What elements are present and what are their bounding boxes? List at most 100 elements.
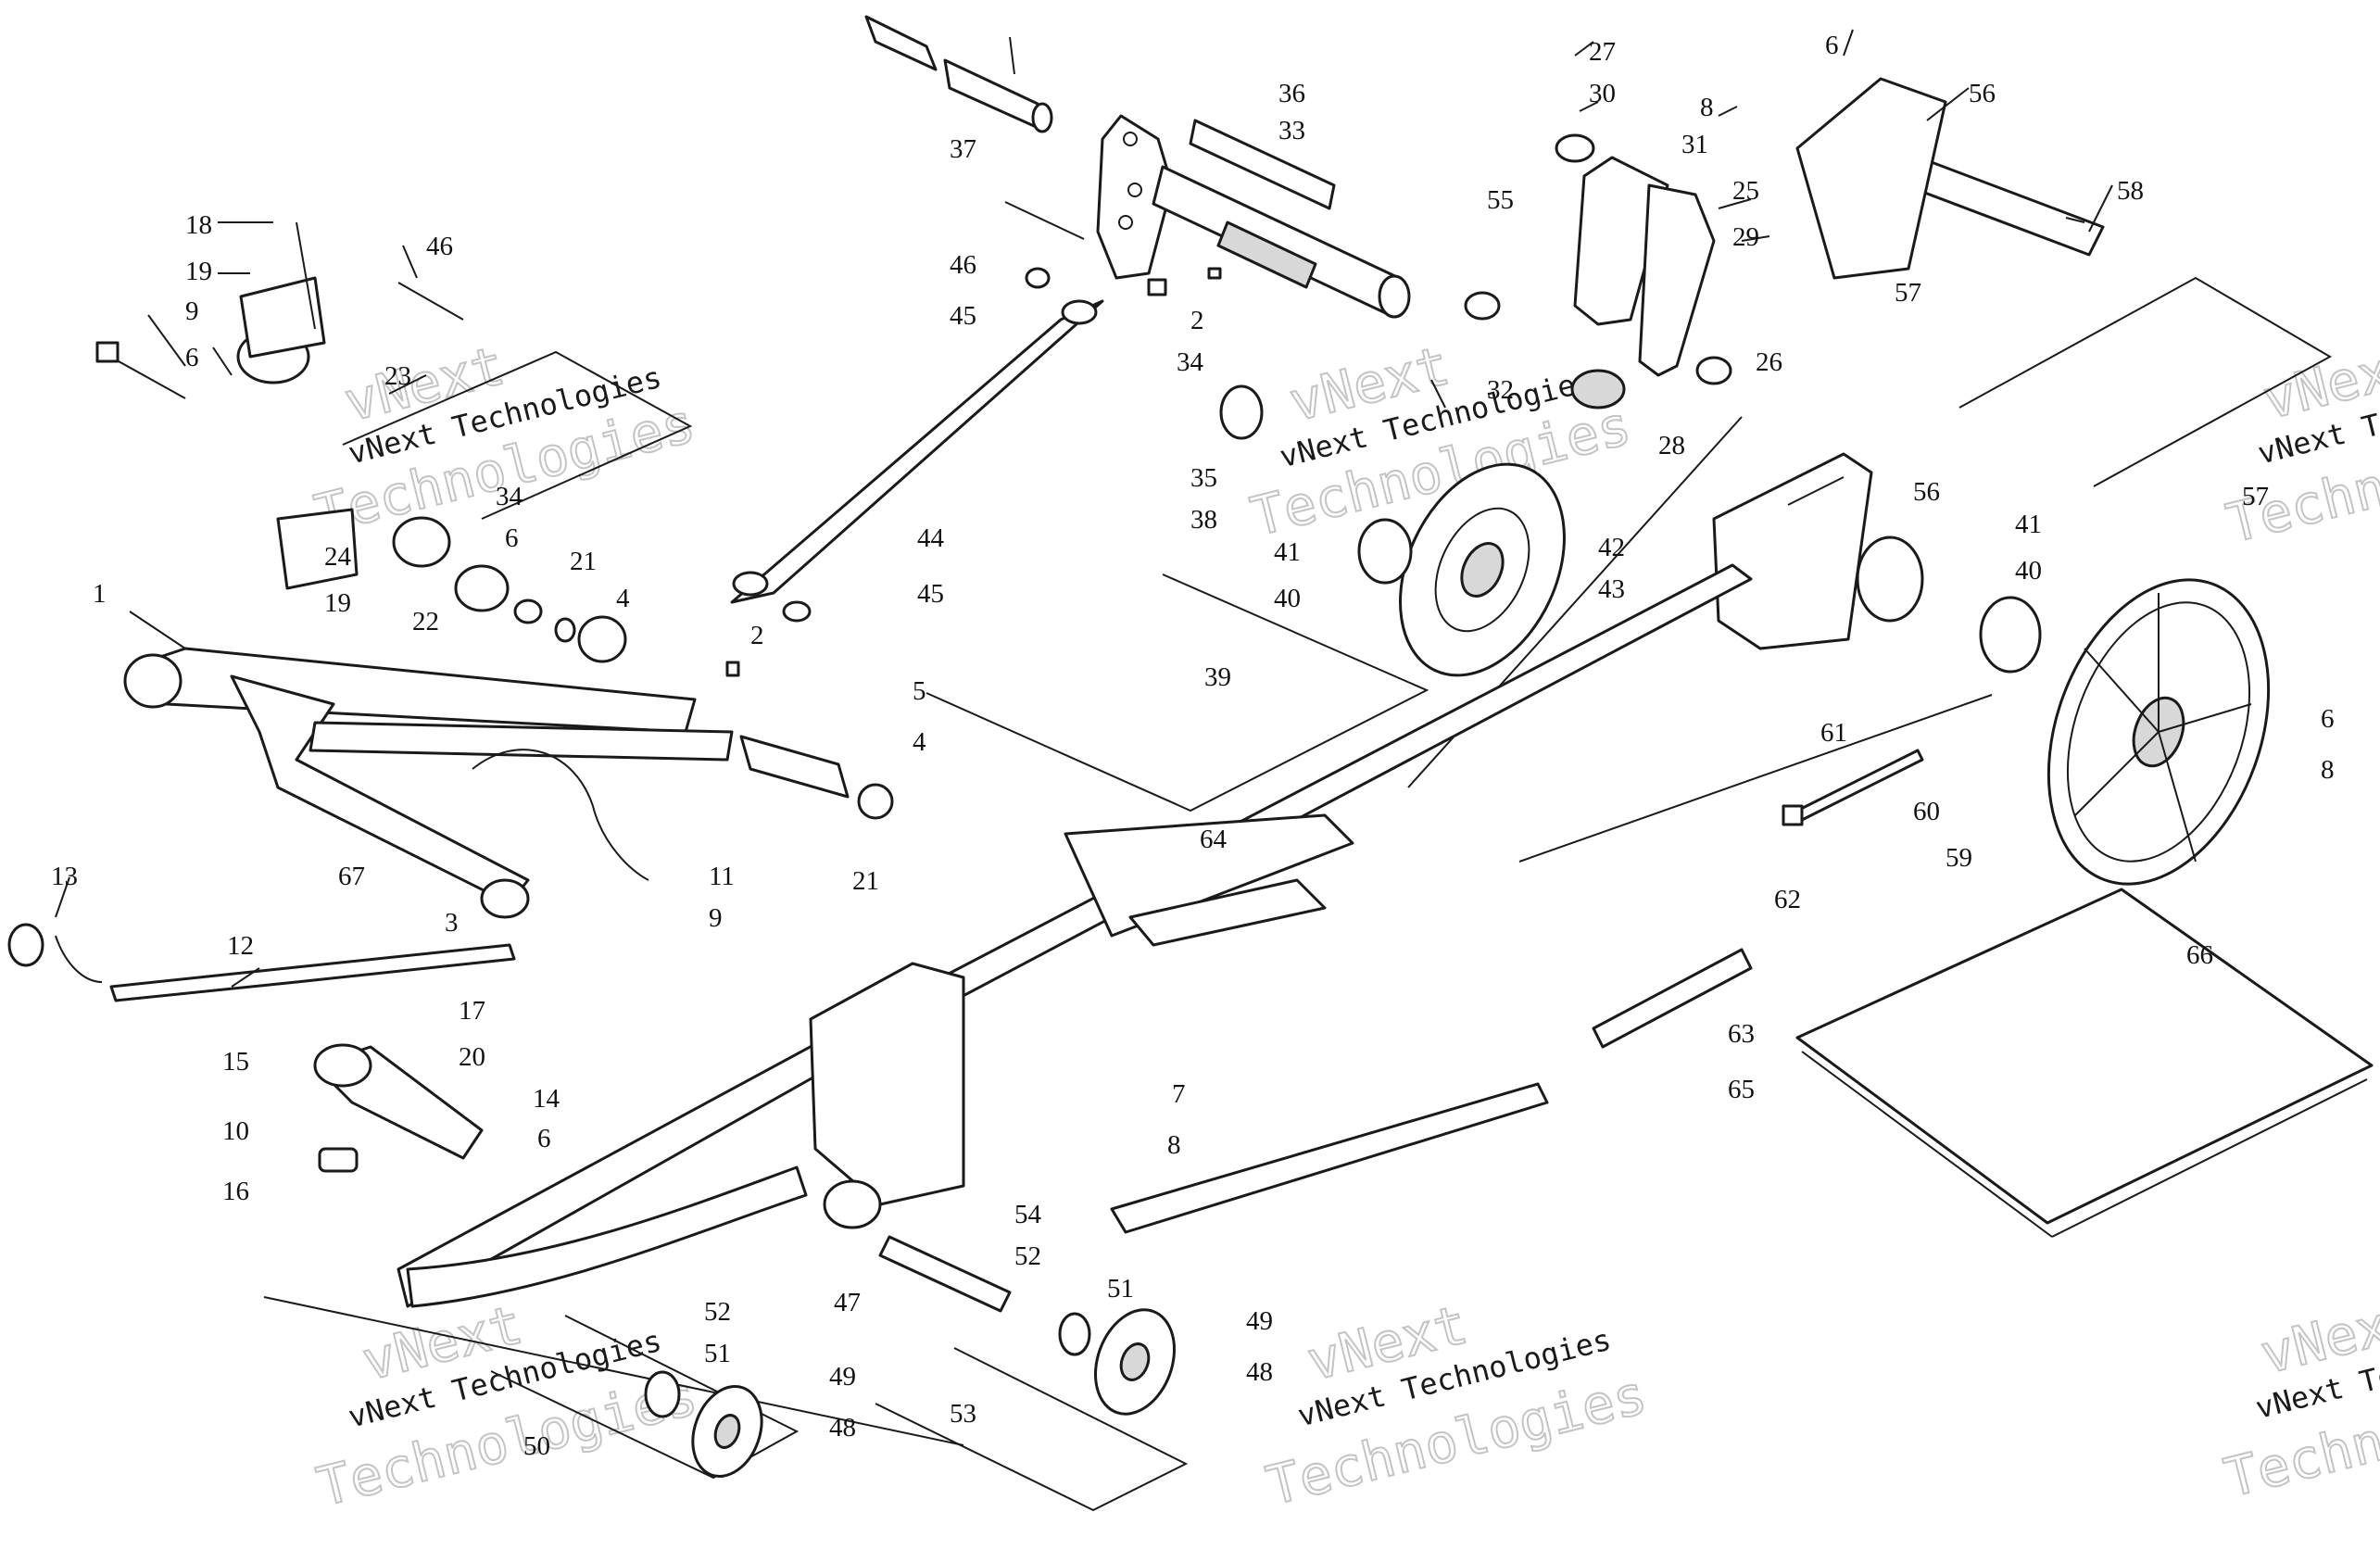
callout-11: 11	[709, 862, 735, 891]
callout-61: 61	[1820, 718, 1847, 748]
callout-57b: 57	[2242, 482, 2269, 511]
watermark-right-top: vNext vNext Tec Technolo	[2220, 331, 2380, 557]
callout-labels: 1 2 2 3 4 4 5 6 6 6 6 6 7 8 8 8 9 9 10 1…	[51, 31, 2335, 1461]
callout-40b: 40	[2015, 556, 2042, 586]
callout-45: 45	[950, 301, 976, 331]
callout-48b: 48	[829, 1413, 856, 1442]
callout-6: 6	[185, 343, 199, 372]
callout-67: 67	[338, 862, 365, 891]
rear-pivot-arms	[1464, 133, 1732, 409]
callout-53: 53	[950, 1399, 976, 1429]
callout-2b: 2	[1190, 306, 1204, 335]
callout-58: 58	[2117, 176, 2144, 206]
callout-20: 20	[459, 1042, 485, 1072]
callout-1: 1	[93, 579, 107, 609]
callout-22: 22	[412, 607, 439, 636]
callout-57: 57	[1895, 278, 1921, 308]
arm-bolts	[725, 201, 1222, 677]
callout-42: 42	[1598, 533, 1625, 562]
callout-50: 50	[523, 1431, 550, 1461]
callout-56: 56	[1969, 79, 1996, 108]
callout-23: 23	[384, 361, 411, 391]
callout-41: 41	[1274, 537, 1301, 567]
watermark-right-bottom: vNext vNext Tec Technolo	[2218, 1285, 2380, 1511]
watermark-center: vNext vNext Technologies Technologies	[1244, 333, 1638, 549]
callout-31: 31	[1681, 130, 1708, 159]
callout-3: 3	[445, 908, 459, 938]
callout-41b: 41	[2015, 510, 2042, 539]
callout-4: 4	[616, 584, 630, 613]
rear-idler-shaft-group	[1795, 77, 2105, 280]
callout-52b: 52	[704, 1297, 731, 1327]
callout-62: 62	[1774, 885, 1801, 914]
callout-44: 44	[917, 523, 945, 553]
callout-14: 14	[533, 1084, 560, 1114]
callout-32: 32	[1487, 375, 1514, 405]
long-bolt	[1782, 749, 1924, 826]
callout-54: 54	[1014, 1200, 1042, 1229]
callout-33: 33	[1278, 116, 1305, 145]
upper-torque-arm	[730, 267, 1104, 623]
front-arm-assembly	[123, 647, 734, 919]
rear-arm-link	[313, 1043, 484, 1173]
callout-45b: 45	[917, 579, 944, 609]
callout-38: 38	[1190, 505, 1217, 535]
rear-idler-wheel	[1856, 535, 2271, 886]
callout-59: 59	[1946, 843, 1972, 873]
upper-idler-wheel	[1219, 384, 1566, 677]
callout-51b: 51	[704, 1339, 731, 1368]
callout-46b: 46	[426, 232, 453, 261]
callout-39: 39	[1204, 662, 1231, 692]
callout-34b: 34	[496, 482, 523, 511]
callout-13: 13	[51, 862, 78, 891]
watermark-bottom-center: vNext vNext Technologies Technologies	[1260, 1291, 1654, 1518]
callout-2: 2	[750, 621, 764, 650]
callout-27: 27	[1589, 37, 1616, 67]
watermark-left: vNext vNext Technologies Technologies	[308, 333, 701, 547]
callout-28: 28	[1658, 431, 1685, 460]
callout-12: 12	[227, 931, 254, 961]
rear-axle-bracket	[1712, 452, 1873, 650]
callout-48: 48	[1246, 1357, 1273, 1387]
callout-29: 29	[1732, 222, 1759, 252]
front-bolts	[95, 221, 464, 399]
callout-30: 30	[1589, 79, 1616, 108]
callout-51: 51	[1107, 1274, 1134, 1304]
callout-66: 66	[2186, 940, 2213, 970]
callout-17: 17	[459, 996, 485, 1026]
callout-18: 18	[185, 210, 212, 240]
front-arm-bushings	[236, 276, 894, 820]
callout-19: 19	[185, 257, 212, 286]
callout-52: 52	[1014, 1241, 1041, 1271]
callout-36: 36	[1278, 79, 1305, 108]
callout-5: 5	[913, 676, 926, 706]
front-shaft-assembly	[864, 15, 1411, 319]
callout-37: 37	[950, 134, 976, 164]
callout-21b: 21	[852, 866, 879, 896]
callout-43: 43	[1598, 574, 1625, 604]
callout-6d: 6	[1825, 31, 1839, 60]
callout-8: 8	[1167, 1130, 1181, 1160]
callout-34: 34	[1177, 347, 1204, 377]
callout-8c: 8	[2321, 755, 2335, 785]
callout-49: 49	[1246, 1306, 1273, 1336]
callout-63: 63	[1728, 1019, 1755, 1049]
callout-49b: 49	[829, 1362, 856, 1392]
callout-16: 16	[222, 1177, 249, 1206]
callout-10: 10	[222, 1116, 249, 1146]
callout-8b: 8	[1700, 93, 1714, 122]
callout-40: 40	[1274, 584, 1301, 613]
callout-9: 9	[185, 296, 199, 326]
callout-21: 21	[570, 547, 597, 576]
callout-47: 47	[834, 1288, 861, 1317]
callout-leader-lines	[55, 29, 2113, 988]
callout-60: 60	[1913, 797, 1940, 826]
limiter-strap	[7, 923, 516, 1002]
callout-7: 7	[1172, 1079, 1186, 1109]
slide-rail	[397, 563, 1753, 1308]
callout-15: 15	[222, 1047, 249, 1077]
callout-19b: 19	[324, 588, 351, 618]
wear-strip	[1110, 948, 1753, 1234]
callout-35: 35	[1190, 463, 1217, 493]
